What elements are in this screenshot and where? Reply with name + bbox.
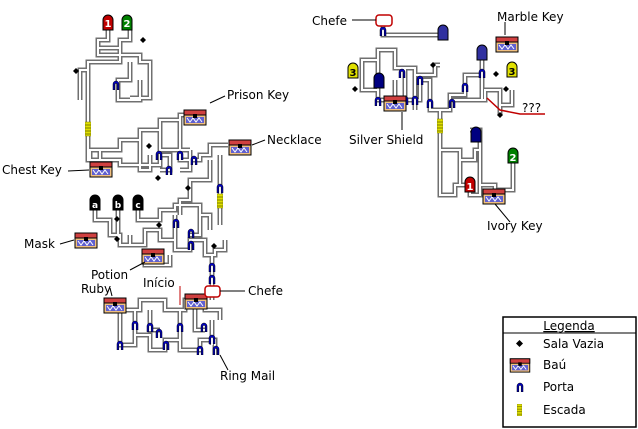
label-chefe-bottom: Chefe bbox=[248, 284, 283, 298]
chest-icon bbox=[184, 293, 208, 310]
label-marble-key: Marble Key bbox=[497, 10, 564, 24]
stair-marker-3-left-text: 3 bbox=[350, 68, 357, 79]
legend-item-label: Baú bbox=[543, 358, 566, 372]
stair-marker-a-text: a bbox=[92, 201, 98, 211]
map-labels bbox=[59, 19, 511, 371]
stair-marker-c bbox=[132, 194, 144, 211]
stair-marker-c-text: c bbox=[135, 201, 140, 211]
stair-marker-2-right-text: 2 bbox=[510, 153, 517, 164]
blue-marker bbox=[476, 44, 488, 61]
label-ruby: Ruby bbox=[81, 282, 111, 296]
label-chest-key: Chest Key bbox=[2, 163, 62, 177]
label-potion: Potion bbox=[91, 268, 128, 282]
label-unknown: ??? bbox=[522, 101, 541, 115]
door-icon bbox=[155, 328, 163, 338]
label-ring-mail: Ring Mail bbox=[220, 369, 275, 383]
unknown-link-line bbox=[486, 97, 545, 115]
legend-item-label: Escada bbox=[543, 403, 586, 417]
label-prison-key: Prison Key bbox=[227, 88, 289, 102]
chest-icon bbox=[228, 139, 252, 156]
label-silver-shield: Silver Shield bbox=[349, 133, 423, 147]
chest-icon bbox=[495, 36, 519, 53]
boss-room-marker bbox=[204, 285, 221, 298]
empty-room-icon bbox=[352, 86, 358, 92]
stair-marker-3-right bbox=[506, 61, 518, 78]
chest-markers bbox=[74, 36, 519, 314]
stairs-icon bbox=[437, 118, 443, 134]
stair-marker-1-text: 1 bbox=[105, 19, 112, 30]
legend-item-label: Sala Vazia bbox=[543, 337, 604, 351]
chest-icon bbox=[183, 109, 207, 126]
chest-icon bbox=[509, 358, 531, 373]
chest-icon bbox=[103, 297, 127, 314]
chest-icon bbox=[89, 161, 113, 178]
door-icon bbox=[398, 68, 406, 78]
stair-marker-b bbox=[112, 194, 124, 211]
stairs-icon bbox=[217, 193, 223, 209]
stair-marker-1 bbox=[102, 14, 114, 31]
stair-marker-a bbox=[89, 194, 101, 211]
stair-marker-2-text: 2 bbox=[124, 19, 131, 30]
legend: Legenda Sala Vazia Baú Porta Escada bbox=[502, 316, 637, 428]
legend-item-label: Porta bbox=[543, 380, 574, 394]
empty-room-icon bbox=[140, 37, 146, 43]
empty-room-icon bbox=[155, 175, 161, 181]
blue-marker bbox=[373, 72, 385, 89]
stairs-icon bbox=[517, 404, 522, 416]
stair-marker-1-right bbox=[464, 176, 476, 193]
stair-marker-1-right-text: 1 bbox=[467, 182, 474, 193]
stair-marker-b-text: b bbox=[115, 201, 122, 211]
label-necklace: Necklace bbox=[267, 133, 322, 147]
legend-title: Legenda bbox=[543, 319, 594, 333]
label-chefe-top: Chefe bbox=[312, 14, 347, 28]
left-dungeon-corridors bbox=[77, 30, 228, 355]
label-inicio: Início bbox=[143, 276, 175, 290]
empty-room-icon bbox=[493, 71, 499, 77]
chest-icon bbox=[141, 248, 165, 265]
label-mask: Mask bbox=[24, 237, 55, 251]
blue-marker bbox=[470, 126, 482, 143]
stair-marker-2 bbox=[121, 14, 133, 31]
stair-marker-2-right bbox=[507, 147, 519, 164]
blue-marker bbox=[437, 24, 449, 41]
stair-marker-3-left bbox=[347, 62, 359, 79]
empty-room-icon bbox=[503, 86, 509, 92]
chest-icon bbox=[74, 232, 98, 249]
chest-icon bbox=[482, 188, 506, 205]
empty-room-icon bbox=[156, 222, 162, 228]
stairs-icon bbox=[85, 121, 91, 137]
stair-marker-3-right-text: 3 bbox=[509, 67, 516, 78]
label-ivory-key: Ivory Key bbox=[487, 219, 543, 233]
stair-markers: 1 2 a b c 3 3 2 1 bbox=[89, 14, 519, 211]
chest-icon bbox=[383, 95, 407, 112]
boss-room-marker bbox=[375, 14, 393, 27]
empty-room-icon bbox=[146, 143, 152, 149]
